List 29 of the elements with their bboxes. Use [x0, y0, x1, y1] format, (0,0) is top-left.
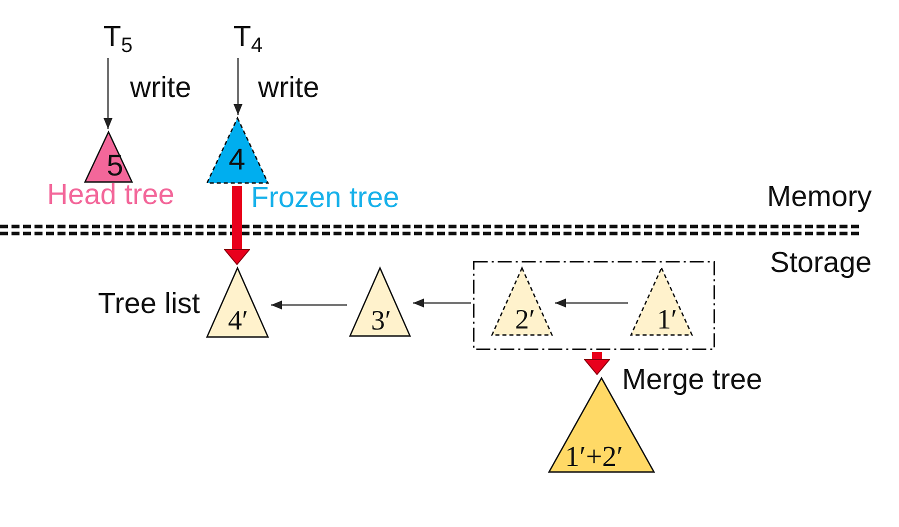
tree-triangle	[349, 267, 411, 337]
tree-triangle	[630, 267, 693, 336]
arrow	[271, 300, 347, 310]
tree-number: 1′+2′	[564, 442, 624, 472]
arrow	[234, 58, 242, 115]
arrow	[555, 298, 628, 308]
block-arrow	[224, 186, 250, 265]
writer-label: T$_{4}$	[226, 18, 270, 56]
arrow	[413, 298, 471, 308]
tree-number: 4′	[228, 306, 248, 336]
tree-caption: Merge tree	[622, 364, 762, 398]
tree-triangle	[84, 131, 133, 183]
tree-triangle	[491, 267, 553, 336]
tree-triangle	[206, 267, 269, 338]
writer-label: T$_{5}$	[96, 18, 140, 56]
tree-number: 5	[106, 150, 124, 182]
tree-number: 1′	[656, 305, 678, 335]
tree-caption: Tree list	[98, 288, 200, 322]
tree-number: 2′	[514, 305, 536, 335]
layer-label: Memory	[767, 181, 872, 214]
tree-triangle	[206, 117, 269, 184]
tree-number: 3′	[370, 306, 392, 336]
dash-dot-frame	[473, 261, 715, 350]
tree-caption: Frozen tree	[251, 182, 400, 216]
tree-caption: Head tree	[47, 179, 174, 212]
tree-number: 4	[228, 144, 246, 176]
arrow	[104, 58, 112, 129]
layer-label: Storage	[770, 247, 872, 280]
block-arrow	[584, 352, 610, 375]
